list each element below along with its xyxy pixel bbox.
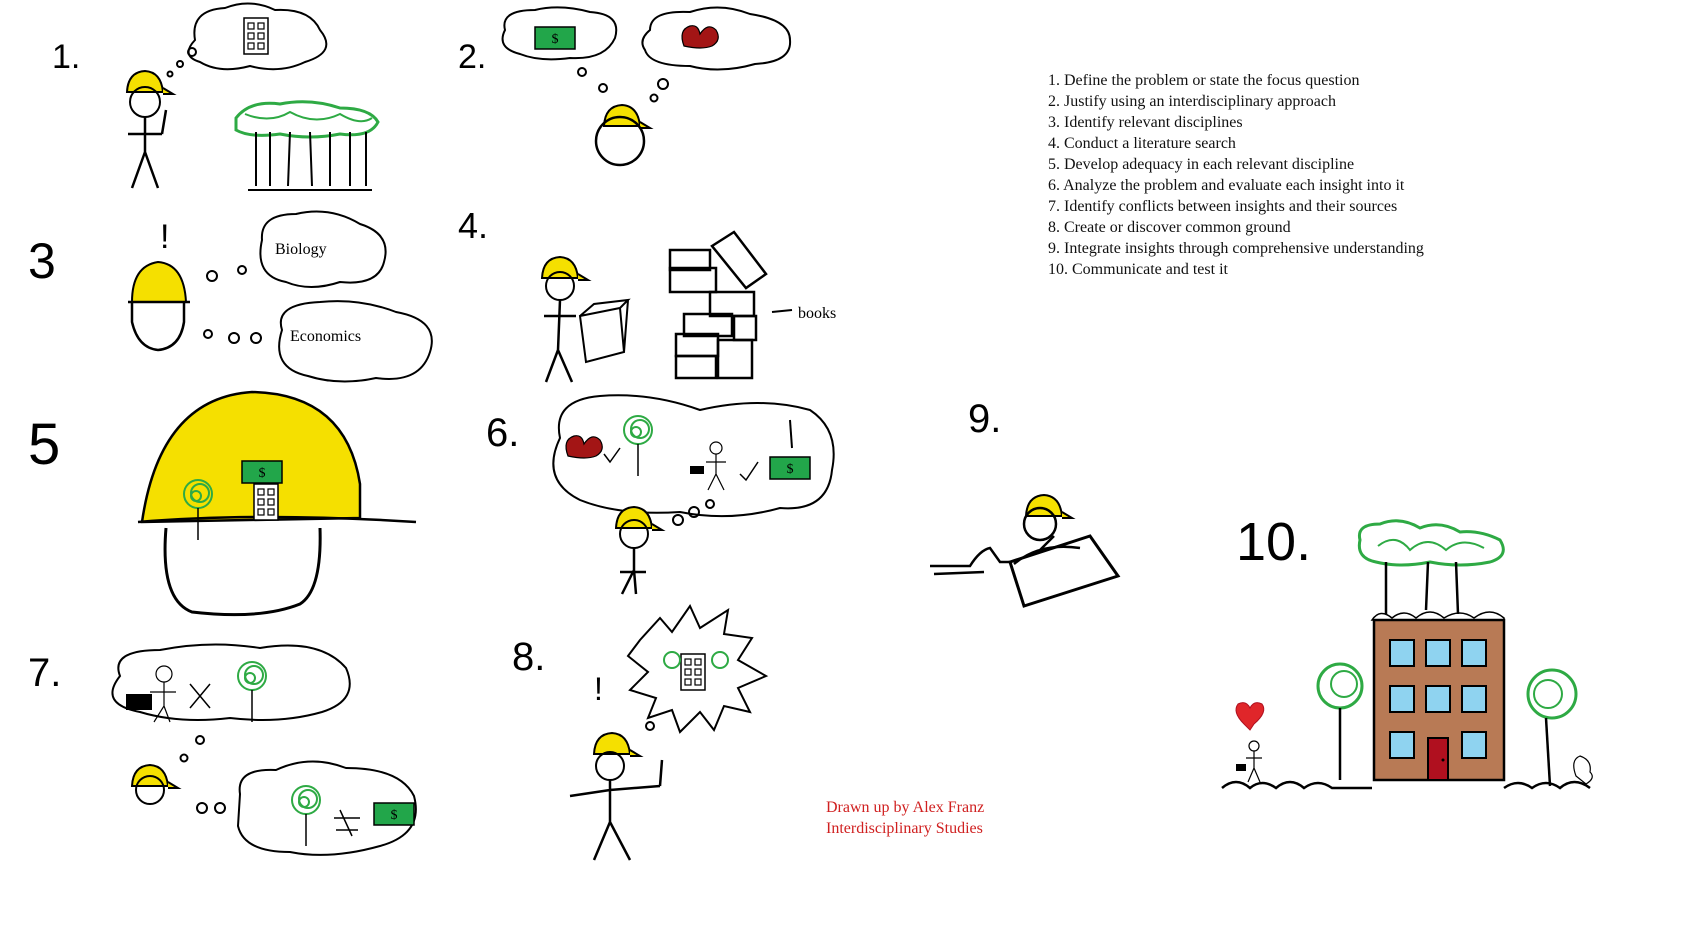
panel-7-scene: 7.: [28, 643, 417, 856]
tree-icon: [1316, 662, 1364, 780]
hard-hat-icon: [593, 732, 641, 757]
conflict-x-mark: [189, 683, 211, 709]
hard-hat-icon: [130, 260, 188, 303]
tree-icon: [1526, 668, 1578, 787]
step-number-1: 1.: [52, 38, 80, 76]
step-number-8: 8.: [512, 635, 545, 679]
step-item: 10. Communicate and test it: [1048, 261, 1228, 278]
book-icon: [578, 298, 631, 364]
thought-cloud: [259, 210, 387, 288]
dollar-bill-icon: [534, 26, 576, 50]
hard-hat-icon: [1025, 494, 1073, 519]
credit-line-program: Interdisciplinary Studies: [826, 820, 983, 837]
person-head: [163, 527, 322, 617]
step-number-2: 2.: [458, 38, 486, 76]
person-head: [594, 115, 646, 167]
stick-figure: [128, 109, 168, 189]
books-stack: [668, 230, 768, 380]
panel-10-scene: 10.: [1221, 512, 1593, 790]
steps-list: 1. Define the problem or state the focus…: [1048, 70, 1424, 280]
step-number-6: 6.: [486, 411, 519, 455]
step-item: 5. Develop adequacy in each relevant dis…: [1048, 156, 1355, 173]
step-number-5: 5: [28, 412, 60, 477]
step-number-10: 10.: [1236, 512, 1311, 572]
stick-figure: [569, 759, 664, 861]
tree-icon: [663, 651, 681, 669]
panel-1-scene: 1.: [52, 2, 380, 191]
step-number-4: 4.: [458, 205, 488, 246]
hard-hat-icon: [603, 104, 651, 129]
economics-label: Economics: [290, 328, 361, 345]
book-icon: [1008, 534, 1121, 608]
person-head: [595, 751, 625, 781]
author-credit: Drawn up by Alex Franz Interdisciplinary…: [826, 797, 984, 839]
brown-building: [1370, 611, 1506, 782]
factory-trees: [1357, 519, 1505, 615]
step-item: 7. Identify conflicts between insights a…: [1048, 198, 1398, 215]
exclamation-mark: !: [594, 671, 603, 707]
grass-line: [1221, 780, 1591, 790]
businessman-icon: [126, 665, 176, 723]
dollar-bill-icon: [373, 802, 415, 826]
panel-3-scene: 3 ! Biology Economics: [28, 210, 433, 383]
step-item: 4. Conduct a literature search: [1048, 135, 1236, 152]
dollar-bill-icon: [241, 460, 283, 484]
stick-figure: [930, 546, 1012, 576]
building-icon: [243, 17, 269, 55]
businessman-icon: [1236, 740, 1262, 783]
step-item: 2. Justify using an interdisciplinary ap…: [1048, 93, 1336, 110]
building-icon: [680, 653, 706, 691]
panel-6-scene: 6.: [486, 394, 835, 595]
step-item: 6. Analyze the problem and evaluate each…: [1048, 177, 1405, 194]
panel-2-scene: 2.: [458, 6, 792, 167]
stick-figure: [544, 299, 576, 383]
building-icon: [253, 483, 279, 521]
panel-9-scene: 9.: [930, 397, 1121, 608]
check-mark: [739, 461, 759, 482]
step-item: 9. Integrate insights through comprehens…: [1048, 240, 1424, 257]
heart-icon: [1235, 702, 1265, 731]
thought-cloud: [236, 760, 417, 856]
step-number-9: 9.: [968, 397, 1001, 441]
thought-cloud: [278, 300, 433, 383]
person-head: [130, 302, 186, 352]
dollar-bill-icon: [769, 456, 811, 480]
biology-label: Biology: [275, 241, 327, 258]
thought-cloud: [111, 643, 351, 721]
thought-cloud: [552, 394, 835, 518]
businessman-icon: [690, 441, 726, 491]
forest-icon: [234, 100, 380, 191]
door: [1427, 737, 1449, 781]
check-mark: [603, 447, 621, 464]
tree-icon: [711, 651, 729, 669]
step-number-7: 7.: [28, 651, 61, 695]
person-head: [135, 775, 165, 805]
squirrel-icon: [1573, 755, 1593, 785]
exclamation-mark: !: [160, 218, 169, 256]
panel-4-scene: 4. books: [458, 205, 836, 383]
step-number-3: 3: [28, 233, 56, 289]
step-item: 8. Create or discover common ground: [1048, 219, 1291, 236]
credit-line-author: Drawn up by Alex Franz: [826, 799, 985, 816]
not-equal-sign: [334, 809, 360, 837]
panel-5-scene: 5: [28, 390, 417, 617]
person-head: [1022, 506, 1058, 542]
stick-figure: [620, 548, 646, 595]
step-item: 1. Define the problem or state the focus…: [1048, 72, 1360, 89]
hard-hat-icon: [140, 390, 362, 524]
panel-8-scene: 8. !: [512, 603, 769, 861]
books-label: books: [798, 305, 836, 322]
step-item: 3. Identify relevant disciplines: [1048, 114, 1243, 131]
